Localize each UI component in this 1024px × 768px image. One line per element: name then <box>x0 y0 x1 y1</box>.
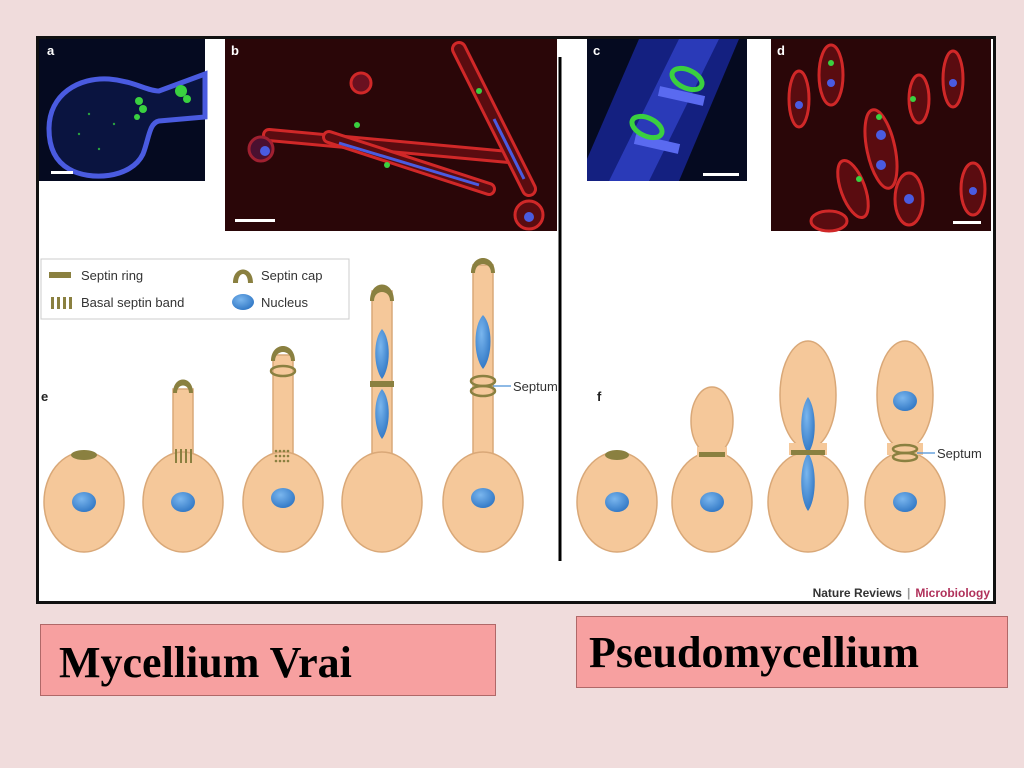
credit-section: Microbiology <box>915 586 990 600</box>
caption-true-hyphae: Mycellium Vrai <box>40 624 496 696</box>
cell-e4 <box>341 284 423 553</box>
micrograph-b <box>225 39 557 231</box>
panel-label-e: e <box>41 389 49 404</box>
legend-basal-septin-band: Basal septin band <box>81 295 184 310</box>
cell-f4: Septum <box>864 340 982 553</box>
septum-label-e: Septum <box>513 379 558 394</box>
micrograph-d <box>771 39 991 233</box>
diagram-e: Septum <box>43 258 558 553</box>
legend: Septin ring Septin cap Basal septin band… <box>40 258 350 320</box>
cell-e1 <box>43 450 125 553</box>
legend-septin-cap: Septin cap <box>261 268 322 283</box>
figure-svg: Septin ring Septin cap Basal septin band… <box>39 39 991 600</box>
panel-label-a: a <box>47 43 55 58</box>
cell-f3 <box>767 340 849 553</box>
cell-f2 <box>671 386 753 553</box>
cell-e5: Septum <box>442 258 558 553</box>
panel-label-d: d <box>777 43 785 58</box>
septin-cap-swatch <box>233 269 253 283</box>
micrograph-a <box>39 39 208 181</box>
caption-pseudohyphae: Pseudomycellium <box>576 616 1008 688</box>
nucleus-swatch <box>232 294 254 310</box>
journal-credit: Nature Reviews | Microbiology <box>813 586 991 600</box>
diagram-f: Septum <box>576 340 982 553</box>
figure-panel: Septin ring Septin cap Basal septin band… <box>36 36 996 604</box>
cell-f1 <box>576 450 658 553</box>
credit-journal: Nature Reviews <box>813 586 903 600</box>
cell-e3 <box>242 346 324 553</box>
panel-label-b: b <box>231 43 239 58</box>
micrograph-c <box>587 39 747 181</box>
cell-e2 <box>142 379 224 553</box>
basal-septin-band-swatch <box>51 297 72 309</box>
panel-label-c: c <box>593 43 601 58</box>
credit-separator: | <box>907 586 910 600</box>
panel-label-f: f <box>597 389 602 404</box>
septin-ring-swatch <box>49 272 71 278</box>
legend-septin-ring: Septin ring <box>81 268 143 283</box>
legend-nucleus: Nucleus <box>261 295 308 310</box>
septum-label-f: Septum <box>937 446 982 461</box>
